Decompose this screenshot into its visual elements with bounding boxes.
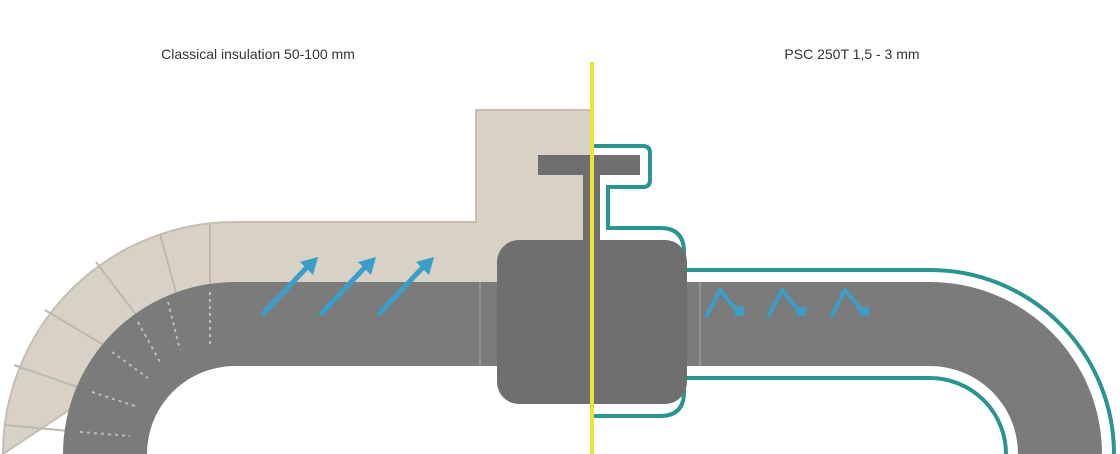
heat-loss-arrow-icon [318, 257, 376, 317]
psc-coating-label: PSC 250T 1,5 - 3 mm [784, 46, 920, 62]
heat-reflect-arrow-icon [704, 286, 744, 318]
heat-reflect-arrow-icon [829, 286, 869, 318]
heat-reflect-arrow-icon [766, 286, 806, 318]
pipe-segment-dashes [79, 292, 211, 437]
heat-loss-arrows [260, 257, 434, 317]
heat-reflect-arrows [704, 286, 869, 318]
heat-loss-arrow-icon [260, 257, 318, 317]
classical-insulation-label: Classical insulation 50-100 mm [161, 46, 355, 62]
heat-loss-arrow-icon [376, 257, 434, 317]
psc-coating-outline [592, 144, 1116, 454]
left-pipe [63, 282, 500, 454]
right-pipe [680, 282, 1102, 454]
valve-handle [538, 155, 640, 175]
